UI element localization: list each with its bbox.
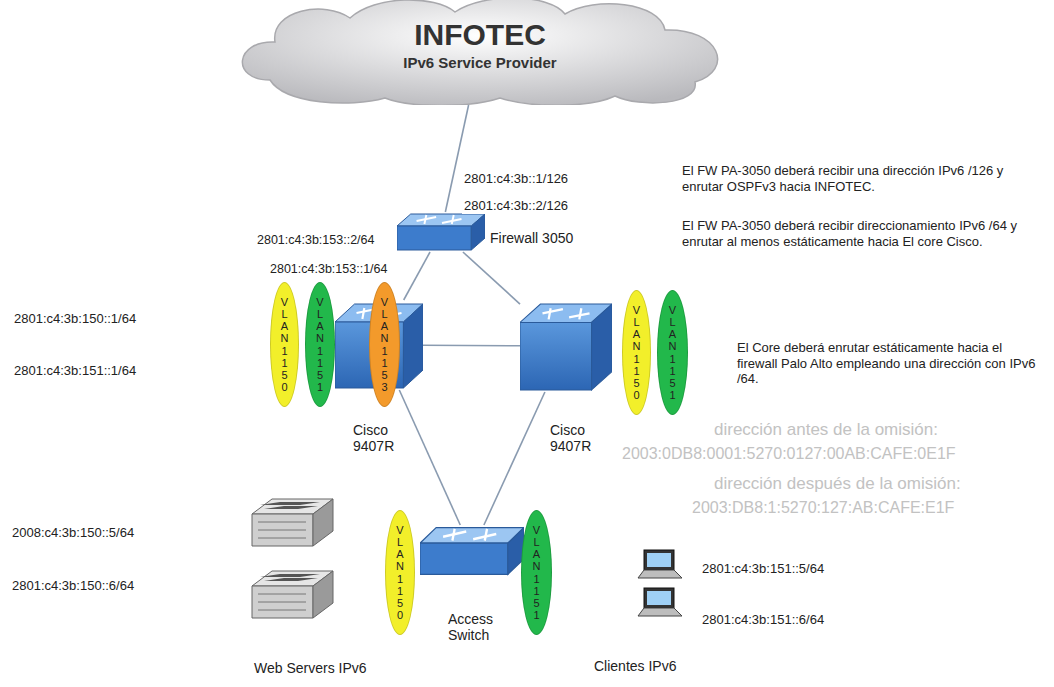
ip-address: 2801:c4:3b:153::1/64 <box>268 262 389 277</box>
ipv6-clients: Clientes IPv6 <box>630 548 690 618</box>
provider-cloud: INFOTECIPv6 Service Provider <box>230 0 730 105</box>
device-name: Cisco 9407R <box>550 422 602 454</box>
vlan-label: VLAN 1151 <box>667 304 678 401</box>
vlan-label: VLAN 1150 <box>395 524 406 621</box>
device-name: Access Switch <box>448 611 514 643</box>
note: El Core deberá enrutar estáticamente hac… <box>735 340 1039 387</box>
router-icon <box>420 525 524 577</box>
access-switch: Access Switch <box>420 525 524 577</box>
client-laptop-icons <box>630 548 690 618</box>
network-link <box>484 392 545 525</box>
device-name: Cisco 9407R <box>353 422 405 454</box>
vlan-label: VLAN 1151 <box>531 524 542 621</box>
device-name: Firewall 3050 <box>490 230 573 246</box>
network-link <box>399 390 460 525</box>
cloud-shape <box>230 0 730 105</box>
background-text: dirección antes de la omisión: <box>712 420 940 440</box>
ip-address: 2801:c4:3b:150::1/64 <box>12 311 138 327</box>
network-link <box>423 345 520 347</box>
vlan-label: VLAN 1153 <box>379 296 390 393</box>
core-switch: Cisco 9407R <box>520 300 612 392</box>
ip-address: 2008:c4:3b:150::5/64 <box>10 525 136 541</box>
note: El FW PA-3050 deberá recibir direccionam… <box>680 218 1039 249</box>
ip-address: 2801:c4:3b:153::2/64 <box>255 233 376 248</box>
router-icon <box>397 212 485 252</box>
background-text: 2003:0DB8:0001:5270:0127:00AB:CAFE:0E1F <box>620 444 958 463</box>
vlan-oval: VLAN 1150 <box>270 282 299 407</box>
vlan-oval: VLAN 1151 <box>657 290 688 415</box>
vlan-label: VLAN 1151 <box>315 296 326 393</box>
network-link <box>445 105 468 212</box>
background-text: dirección después de la omisión: <box>712 474 963 494</box>
ip-address: 2801:c4:3b:151::1/64 <box>12 363 138 379</box>
vlan-oval: VLAN 1150 <box>622 290 651 415</box>
vlan-oval: VLAN 1151 <box>521 510 552 635</box>
ip-address: 2801:c4:3b:151::5/64 <box>700 561 826 577</box>
provider-subtitle: IPv6 Service Provider <box>230 54 730 71</box>
vlan-label: VLAN 1150 <box>631 304 642 401</box>
web-servers: Web Servers IPv6 <box>250 494 335 629</box>
network-link <box>463 252 520 304</box>
ip-address: 2801:c4:3b::2/126 <box>462 198 570 214</box>
network-link <box>404 252 430 300</box>
vlan-oval: VLAN 1151 <box>305 282 335 407</box>
note: El FW PA-3050 deberá recibir una direcci… <box>680 163 1029 194</box>
web-server-icons <box>250 494 335 629</box>
ip-address: 2801:c4:3b::1/126 <box>462 171 570 187</box>
ip-address: 2801:c4:3b:150::6/64 <box>10 578 136 594</box>
vlan-oval: VLAN 1150 <box>385 510 415 635</box>
vlan-oval: VLAN 1153 <box>369 282 400 407</box>
core-switch-icon <box>520 300 612 392</box>
firewall-router: Firewall 3050 <box>397 212 485 252</box>
device-name: Web Servers IPv6 <box>254 660 367 676</box>
ip-address: 2801:c4:3b:151::6/64 <box>700 612 826 628</box>
provider-name: INFOTEC <box>230 18 730 53</box>
background-text: 2003:DB8:1:5270:127:AB:CAFE:E1F <box>690 498 956 517</box>
device-name: Clientes IPv6 <box>594 658 676 674</box>
vlan-label: VLAN 1150 <box>279 296 290 393</box>
